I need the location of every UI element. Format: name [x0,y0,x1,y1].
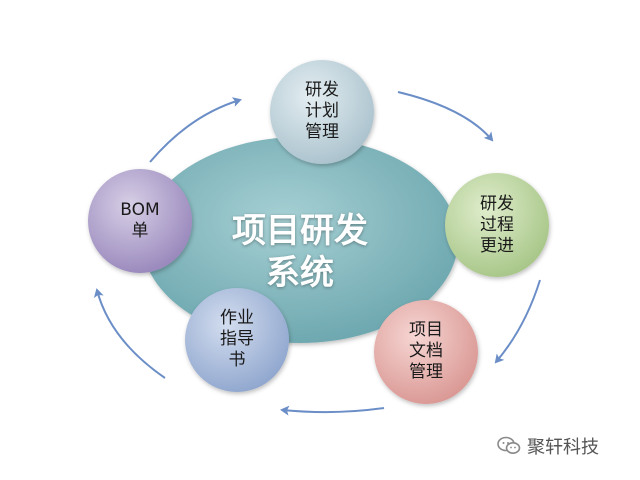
arrow-instruction-to-bom [93,288,166,379]
node-circle-docs [374,300,478,404]
node-label-instruction: 作业 指导 书 [220,308,254,370]
node-label-docs: 项目 文档 管理 [409,320,443,382]
node-circle-instruction [185,288,289,392]
node-circle-plan [270,60,374,164]
wechat-icon [497,436,521,454]
watermark-text: 聚轩科技 [527,437,599,458]
arrow-plan-to-process [397,91,494,142]
node-label-bom: BOM 单 [120,200,160,241]
node-label-process: 研发 过程 更进 [480,194,514,256]
node-circle-bom [88,169,192,273]
node-label-plan: 研发 计划 管理 [305,80,339,142]
arrow-docs-to-instruction [280,405,385,416]
watermark: 聚轩科技 [497,432,627,460]
arrow-process-to-docs [494,279,541,364]
center-title: 项目研发 系统 [232,211,368,293]
arrow-bom-to-plan [149,97,242,163]
node-circle-process [445,173,549,277]
